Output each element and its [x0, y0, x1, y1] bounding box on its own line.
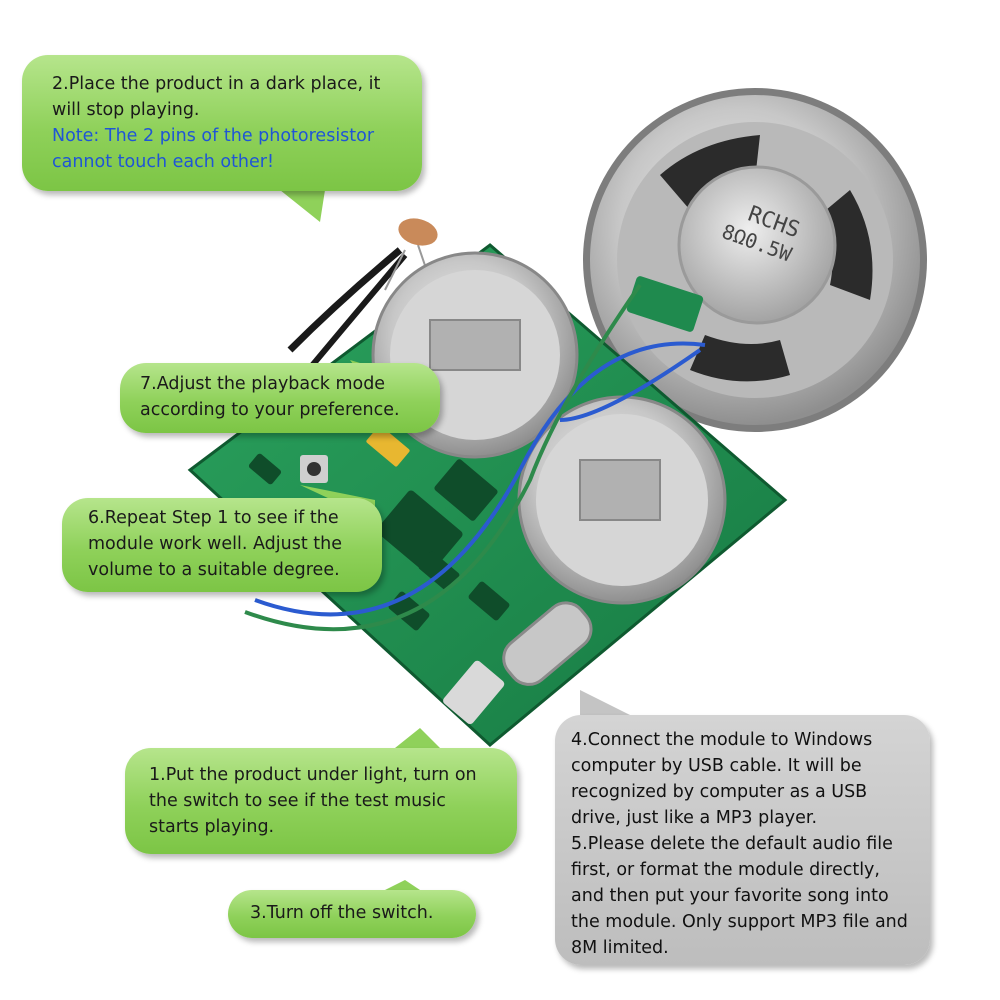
- step1-text: 1.Put the product under light, turn on t…: [149, 765, 477, 837]
- step2-bubble: 2.Place the product in a dark place, it …: [22, 55, 422, 191]
- step3-text: 3.Turn off the switch.: [250, 903, 434, 923]
- step6-bubble: 6.Repeat Step 1 to see if the module wor…: [62, 498, 382, 592]
- wires: [244, 283, 706, 632]
- step2-note: Note: The 2 pins of the photoresistor ca…: [52, 126, 375, 172]
- step4-5-bubble: 4.Connect the module to Windows computer…: [555, 715, 930, 965]
- step1-bubble: 1.Put the product under light, turn on t…: [125, 748, 517, 854]
- step7-text: 7.Adjust the playback mode according to …: [140, 374, 400, 420]
- step6-text: 6.Repeat Step 1 to see if the module wor…: [88, 508, 342, 580]
- step3-bubble: 3.Turn off the switch.: [228, 890, 476, 938]
- step5-text: 5.Please delete the default audio file f…: [571, 834, 908, 958]
- step7-bubble: 7.Adjust the playback mode according to …: [120, 363, 440, 433]
- step4-text: 4.Connect the module to Windows computer…: [571, 730, 873, 828]
- step2-text: 2.Place the product in a dark place, it …: [52, 74, 381, 120]
